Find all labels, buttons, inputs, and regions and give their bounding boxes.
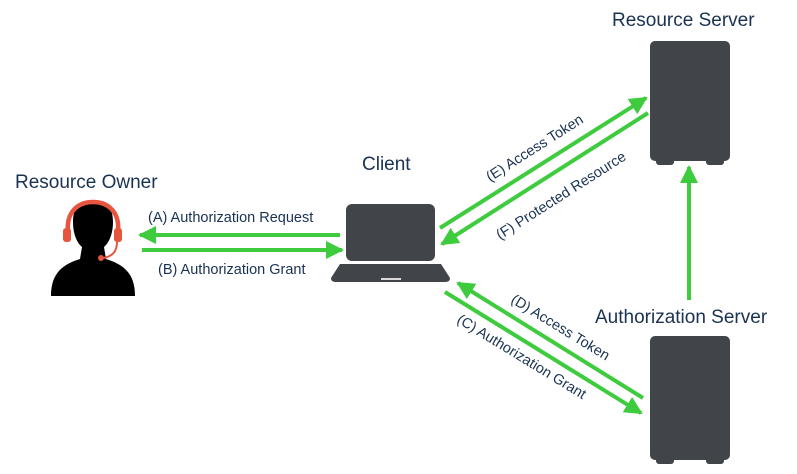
arrow-f bbox=[440, 111, 650, 246]
resource-server-title: Resource Server bbox=[612, 10, 755, 31]
authorization-server-icon bbox=[650, 336, 730, 464]
laptop-icon bbox=[331, 204, 450, 282]
edge-label-b: (B) Authorization Grant bbox=[158, 262, 306, 278]
arrow-c bbox=[443, 290, 643, 415]
authorization-server-title: Authorization Server bbox=[595, 307, 768, 328]
client-title: Client bbox=[362, 154, 411, 175]
arrow-d bbox=[456, 281, 645, 400]
edge-label-e: (E) Access Token bbox=[484, 112, 587, 186]
arrow-e bbox=[438, 96, 648, 230]
person-headset-icon bbox=[51, 199, 135, 296]
edge-label-a: (A) Authorization Request bbox=[148, 210, 313, 226]
resource-owner-title: Resource Owner bbox=[15, 172, 158, 193]
resource-server-icon bbox=[650, 41, 730, 165]
